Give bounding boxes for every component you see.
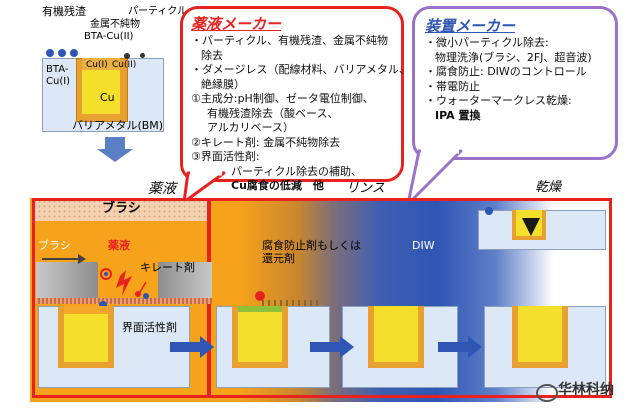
brush-direction-icon — [42, 254, 86, 264]
wafer-2-cu — [238, 306, 282, 362]
water-droplet-icon — [522, 218, 540, 236]
equip-line: ・帯電防止 — [425, 79, 480, 93]
process-arrow-icon — [170, 336, 214, 358]
label-organic-residue: 有機残渣 — [42, 5, 86, 18]
chem-callout-pointer — [182, 170, 226, 204]
equip-line: ・微小パーティクル除去: — [425, 36, 549, 49]
brush-header-band — [32, 199, 210, 221]
watermark-text: 华林科纳 — [558, 382, 614, 398]
wafer-1-cu — [64, 306, 108, 362]
chem-line: ・パーティクル、有機残渣、金属不純物 — [191, 34, 389, 47]
chem-line: パーティクル除去の補助、 — [231, 164, 363, 178]
brush-tips — [36, 298, 212, 304]
wafer-cross-section — [42, 48, 164, 138]
chem-line: ①主成分:pH制御、ゼータ電位制御、 — [191, 92, 374, 106]
chem-line: 除去 — [201, 48, 223, 62]
particle-dot — [124, 53, 130, 59]
equip-callout-pointer — [406, 148, 463, 206]
process-arrow-icon — [438, 336, 482, 358]
label-particle: パーティクル — [128, 6, 188, 17]
label-bta-cu-ii: BTA-Cu(II) — [84, 31, 134, 42]
chem-line: ・ダメージレス（配線材料、バリアメタル、 — [191, 63, 410, 77]
brush-label: ブラシ — [38, 239, 71, 252]
chem-line: ②キレート剤: 金属不純物除去 — [191, 135, 341, 149]
watermark-badge — [536, 384, 558, 402]
organic-residue-dot — [46, 49, 54, 57]
stage-rinse: リンス — [346, 181, 385, 196]
brush-block — [158, 262, 212, 300]
brush-block — [36, 262, 98, 300]
dry-particle-icon — [485, 207, 493, 215]
equip-line: IPA 置換 — [435, 108, 481, 122]
wafer-3-cu — [374, 306, 418, 362]
diw-label: DIW — [412, 239, 435, 252]
chem-line: 有機残渣除去（酸ベース、 — [207, 106, 339, 120]
label-cu-i: Cu(I) — [86, 60, 108, 70]
surfactant-label: 界面活性剤 — [122, 321, 177, 334]
chemical-label: 薬液 — [108, 239, 130, 252]
brush-header-label: ブラシ — [102, 201, 141, 216]
chemical-action-icon — [100, 268, 149, 299]
chem-line: アルカリベース） — [207, 121, 295, 135]
label-bta-cu-i: BTA- Cu(I) — [46, 64, 71, 87]
chem-line: Cu腐食の低減 他 — [231, 179, 324, 193]
wafer-4-cu — [518, 306, 562, 362]
equip-line: ・腐食防止: DIWのコントロール — [425, 65, 587, 79]
stage-dry: 乾燥 — [535, 180, 562, 195]
inhibitor-label: 腐食防止剤もしくは 還元剤 — [262, 239, 361, 265]
particle-dot — [140, 53, 145, 58]
organic-residue-dot — [70, 49, 78, 57]
down-arrow-icon — [97, 137, 133, 162]
inhibitor-icon — [255, 291, 265, 301]
equip-line: 物理洗浄(ブラシ、2FJ、超音波) — [435, 50, 592, 64]
stage-chemical: 薬液 — [148, 181, 176, 197]
equip-maker-title: 装置メーカー — [425, 17, 516, 35]
chem-line: ③界面活性剤: — [191, 150, 260, 164]
wafer-1-top — [64, 306, 108, 314]
label-cu-ii: Cu(II) — [112, 60, 137, 70]
chelate-label: キレート剤 — [140, 261, 195, 274]
label-metal-impurity: 金属不純物 — [90, 19, 140, 30]
process-arrow-icon — [310, 336, 354, 358]
chem-maker-title: 薬液メーカー — [191, 15, 282, 33]
cu-oxide-layer — [82, 58, 120, 70]
chem-maker-callout: 薬液メーカー ・パーティクル、有機残渣、金属不純物 除去 ・ダメージレス（配線材… — [180, 6, 410, 192]
wafer-2-film — [238, 306, 282, 312]
label-cu: Cu — [100, 91, 115, 104]
organic-residue-dot — [58, 49, 66, 57]
chem-line: 絶縁膜） — [201, 77, 245, 91]
label-barrier-metal: バリアメタル(BM) — [72, 119, 164, 132]
wafer-2-adsorbed — [262, 300, 322, 306]
equip-line: ・ウォーターマークレス乾燥: — [425, 94, 572, 108]
equip-maker-callout: 装置メーカー ・微小パーティクル除去: 物理洗浄(ブラシ、2FJ、超音波) ・腐… — [412, 6, 618, 160]
